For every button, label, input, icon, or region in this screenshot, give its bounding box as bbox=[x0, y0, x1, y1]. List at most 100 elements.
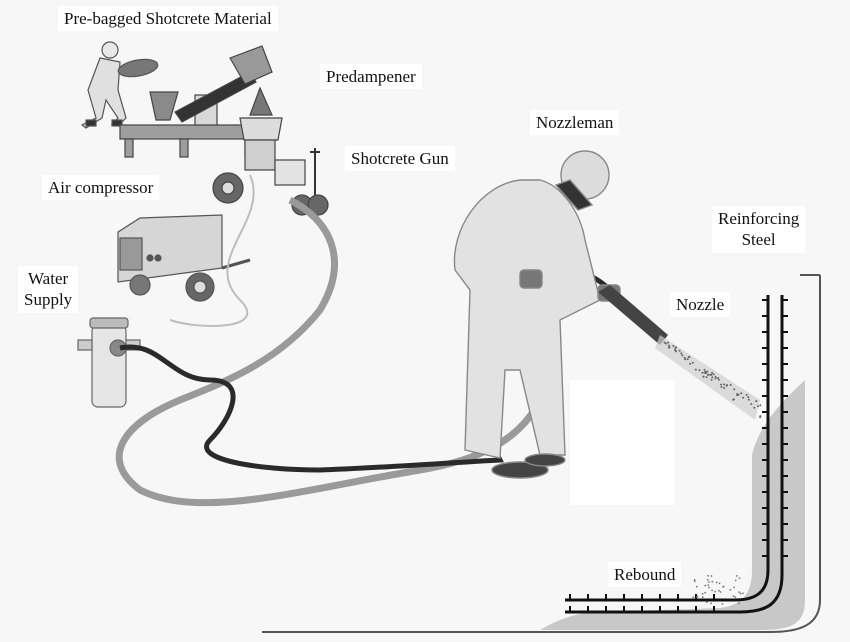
spray-particle bbox=[720, 386, 723, 388]
rebound-particle bbox=[732, 595, 735, 598]
spray-particle bbox=[737, 393, 740, 396]
rebar-outer bbox=[565, 295, 784, 614]
spray-particle bbox=[686, 358, 689, 361]
label-nozzle: Nozzle bbox=[670, 292, 731, 318]
label-water-supply: Water Supply bbox=[18, 266, 79, 313]
rebound-particle bbox=[739, 592, 742, 595]
water-hydrant bbox=[77, 317, 141, 408]
spray-particle bbox=[714, 377, 717, 380]
rebound-particle bbox=[701, 592, 704, 595]
rebound-particle bbox=[708, 581, 710, 583]
rebound-particle bbox=[729, 588, 732, 591]
material-stream bbox=[249, 86, 273, 116]
spray-particle bbox=[703, 368, 706, 371]
blank-patch bbox=[570, 380, 675, 505]
rebound-particle bbox=[718, 589, 720, 592]
spray-particle bbox=[702, 375, 705, 378]
spray-particle bbox=[668, 346, 671, 349]
conveyor bbox=[174, 71, 257, 123]
rebound-particle bbox=[706, 578, 709, 581]
reinforcing-steel bbox=[565, 295, 784, 614]
spray-particle bbox=[706, 370, 709, 373]
spray-particle bbox=[684, 358, 687, 361]
spray-particle bbox=[714, 375, 717, 378]
rebound-particle bbox=[722, 585, 725, 588]
spray-particle bbox=[755, 400, 758, 403]
rebound-particle bbox=[711, 580, 714, 583]
label-pre-bagged-material: Pre-bagged Shotcrete Material bbox=[58, 6, 278, 32]
rebound-particle bbox=[711, 589, 713, 592]
spray-particle bbox=[723, 383, 726, 386]
spray-particle bbox=[717, 377, 720, 379]
rebound-particle bbox=[704, 591, 707, 594]
rebound-particle bbox=[710, 602, 712, 605]
spray-particle bbox=[747, 398, 750, 401]
spray-particle bbox=[720, 383, 722, 386]
shotcrete-spray bbox=[655, 335, 762, 420]
rebound-particle bbox=[734, 579, 737, 582]
rebound-particle bbox=[714, 590, 716, 593]
rebound-particle bbox=[710, 575, 713, 577]
label-air-compressor: Air compressor bbox=[42, 175, 160, 201]
spray-particle bbox=[740, 392, 743, 395]
rebound-particle bbox=[695, 585, 698, 588]
rebound-particle bbox=[707, 584, 710, 586]
spray-particle bbox=[689, 362, 692, 365]
spray-particle bbox=[688, 356, 691, 358]
spray-particle bbox=[745, 393, 748, 396]
spray-particle bbox=[678, 349, 681, 352]
glove bbox=[519, 269, 543, 289]
rebound-particle bbox=[701, 596, 704, 599]
predampener-machine bbox=[119, 45, 273, 158]
rebound-particle bbox=[734, 596, 737, 599]
rebound-particle bbox=[738, 577, 741, 579]
rebound-particle bbox=[742, 592, 744, 595]
air-hose bbox=[169, 174, 255, 327]
label-water-supply-line2: Supply bbox=[24, 290, 73, 310]
bag bbox=[117, 58, 159, 78]
spray-particle bbox=[710, 378, 713, 381]
air-compressor bbox=[117, 214, 251, 302]
label-reinforcing-steel-line1: Reinforcing bbox=[718, 209, 800, 228]
rebar-inner bbox=[565, 295, 770, 602]
spray-particle bbox=[694, 368, 697, 371]
label-reinforcing-steel-line2: Steel bbox=[741, 230, 776, 250]
spray-particle bbox=[747, 396, 750, 399]
rebound-particle bbox=[704, 584, 707, 587]
spray-particle bbox=[675, 346, 677, 349]
spray-particle bbox=[709, 373, 712, 376]
rebound-particle bbox=[735, 575, 738, 577]
spray-particle bbox=[683, 356, 686, 359]
formwork-edge bbox=[262, 275, 821, 633]
spray-particle bbox=[733, 388, 736, 391]
rebound-particle bbox=[718, 582, 721, 585]
spray-particle bbox=[712, 373, 715, 376]
spray-particle bbox=[723, 387, 726, 389]
spray-particle bbox=[705, 376, 708, 379]
label-reinforcing-steel: Reinforcing Steel bbox=[712, 206, 806, 253]
spray-particle bbox=[711, 371, 714, 374]
spray-particle bbox=[681, 354, 684, 357]
material-hose bbox=[115, 196, 544, 507]
rebound-particle bbox=[705, 601, 708, 604]
label-nozzleman: Nozzleman bbox=[530, 110, 620, 136]
rebound-particle bbox=[707, 574, 710, 577]
spray-particle bbox=[672, 344, 675, 347]
label-predampener: Predampener bbox=[320, 64, 422, 90]
spray-particle bbox=[667, 344, 670, 347]
spray-particle bbox=[753, 406, 756, 409]
rebound-particle bbox=[737, 602, 740, 605]
spray-particle bbox=[729, 384, 732, 386]
spray-particle bbox=[664, 342, 667, 345]
spray-particle bbox=[666, 341, 669, 344]
rebound-particle bbox=[692, 596, 695, 599]
spray-particle bbox=[742, 396, 745, 399]
spray-particle bbox=[698, 369, 701, 372]
spray-particle bbox=[717, 378, 720, 381]
rebound-particle bbox=[693, 579, 696, 581]
label-shotcrete-gun: Shotcrete Gun bbox=[345, 146, 455, 172]
spray-particle bbox=[701, 371, 704, 374]
spray-particle bbox=[703, 371, 706, 374]
